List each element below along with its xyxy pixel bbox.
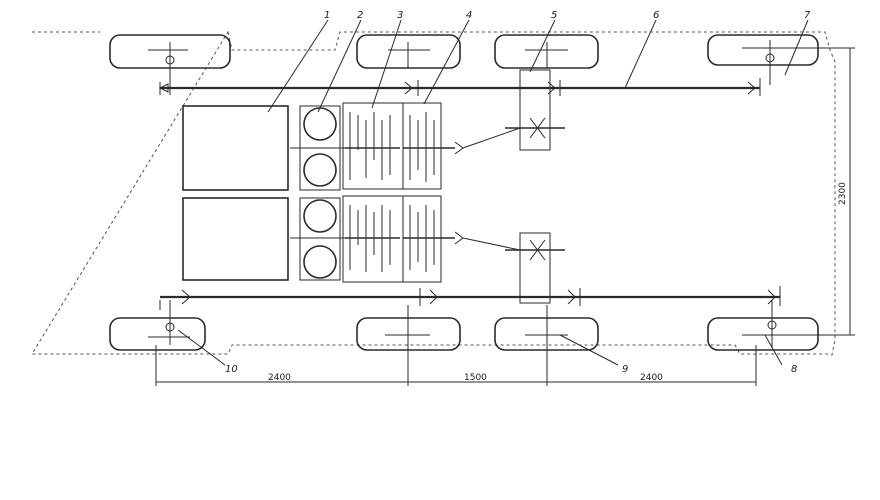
upper-driveshaft [158,78,761,96]
wheel-front-right [109,300,206,351]
wheel-axle3-right [494,305,599,351]
axle-spacing-left-label: 2400 [268,373,291,383]
wheel-rear-right [707,300,819,351]
callout-4: 4 [466,10,472,21]
transfer-box-lower [402,195,464,283]
axle-spacing-middle-label: 1500 [464,373,487,383]
callout-7: 7 [804,10,811,21]
transfer-box-upper [402,102,464,190]
callout-8: 8 [791,364,797,375]
callout-5: 5 [551,10,557,21]
callout-1: 1 [324,10,330,21]
track-width-dimension [790,47,855,336]
lower-driveshaft [159,286,781,310]
distribution-box-lower [462,232,565,304]
gearbox-upper [342,102,404,190]
callout-3: 3 [397,10,403,21]
gearbox-lower [342,195,404,283]
axle-spacing-right-label: 2400 [640,373,663,383]
distribution-box-upper [462,69,565,151]
callout-6: 6 [653,10,659,21]
wheel-axle2-right [356,305,461,351]
callout-leaders [177,19,809,366]
wheel-axle3-left [494,34,599,69]
wheel-front-left [109,34,231,95]
clutch-upper [290,105,345,191]
wheel-axle2-left [356,34,461,69]
vehicle-outline [31,30,836,356]
clutch-lower [290,197,345,281]
wheelbase-dimension [155,345,757,386]
wheel-rear-left [707,34,819,85]
engine-upper [182,105,289,191]
callout-2: 2 [357,10,363,21]
engine-lower [182,197,289,281]
track-width-label: 2300 [838,182,848,205]
callout-9: 9 [622,364,628,375]
callout-10: 10 [225,364,238,375]
